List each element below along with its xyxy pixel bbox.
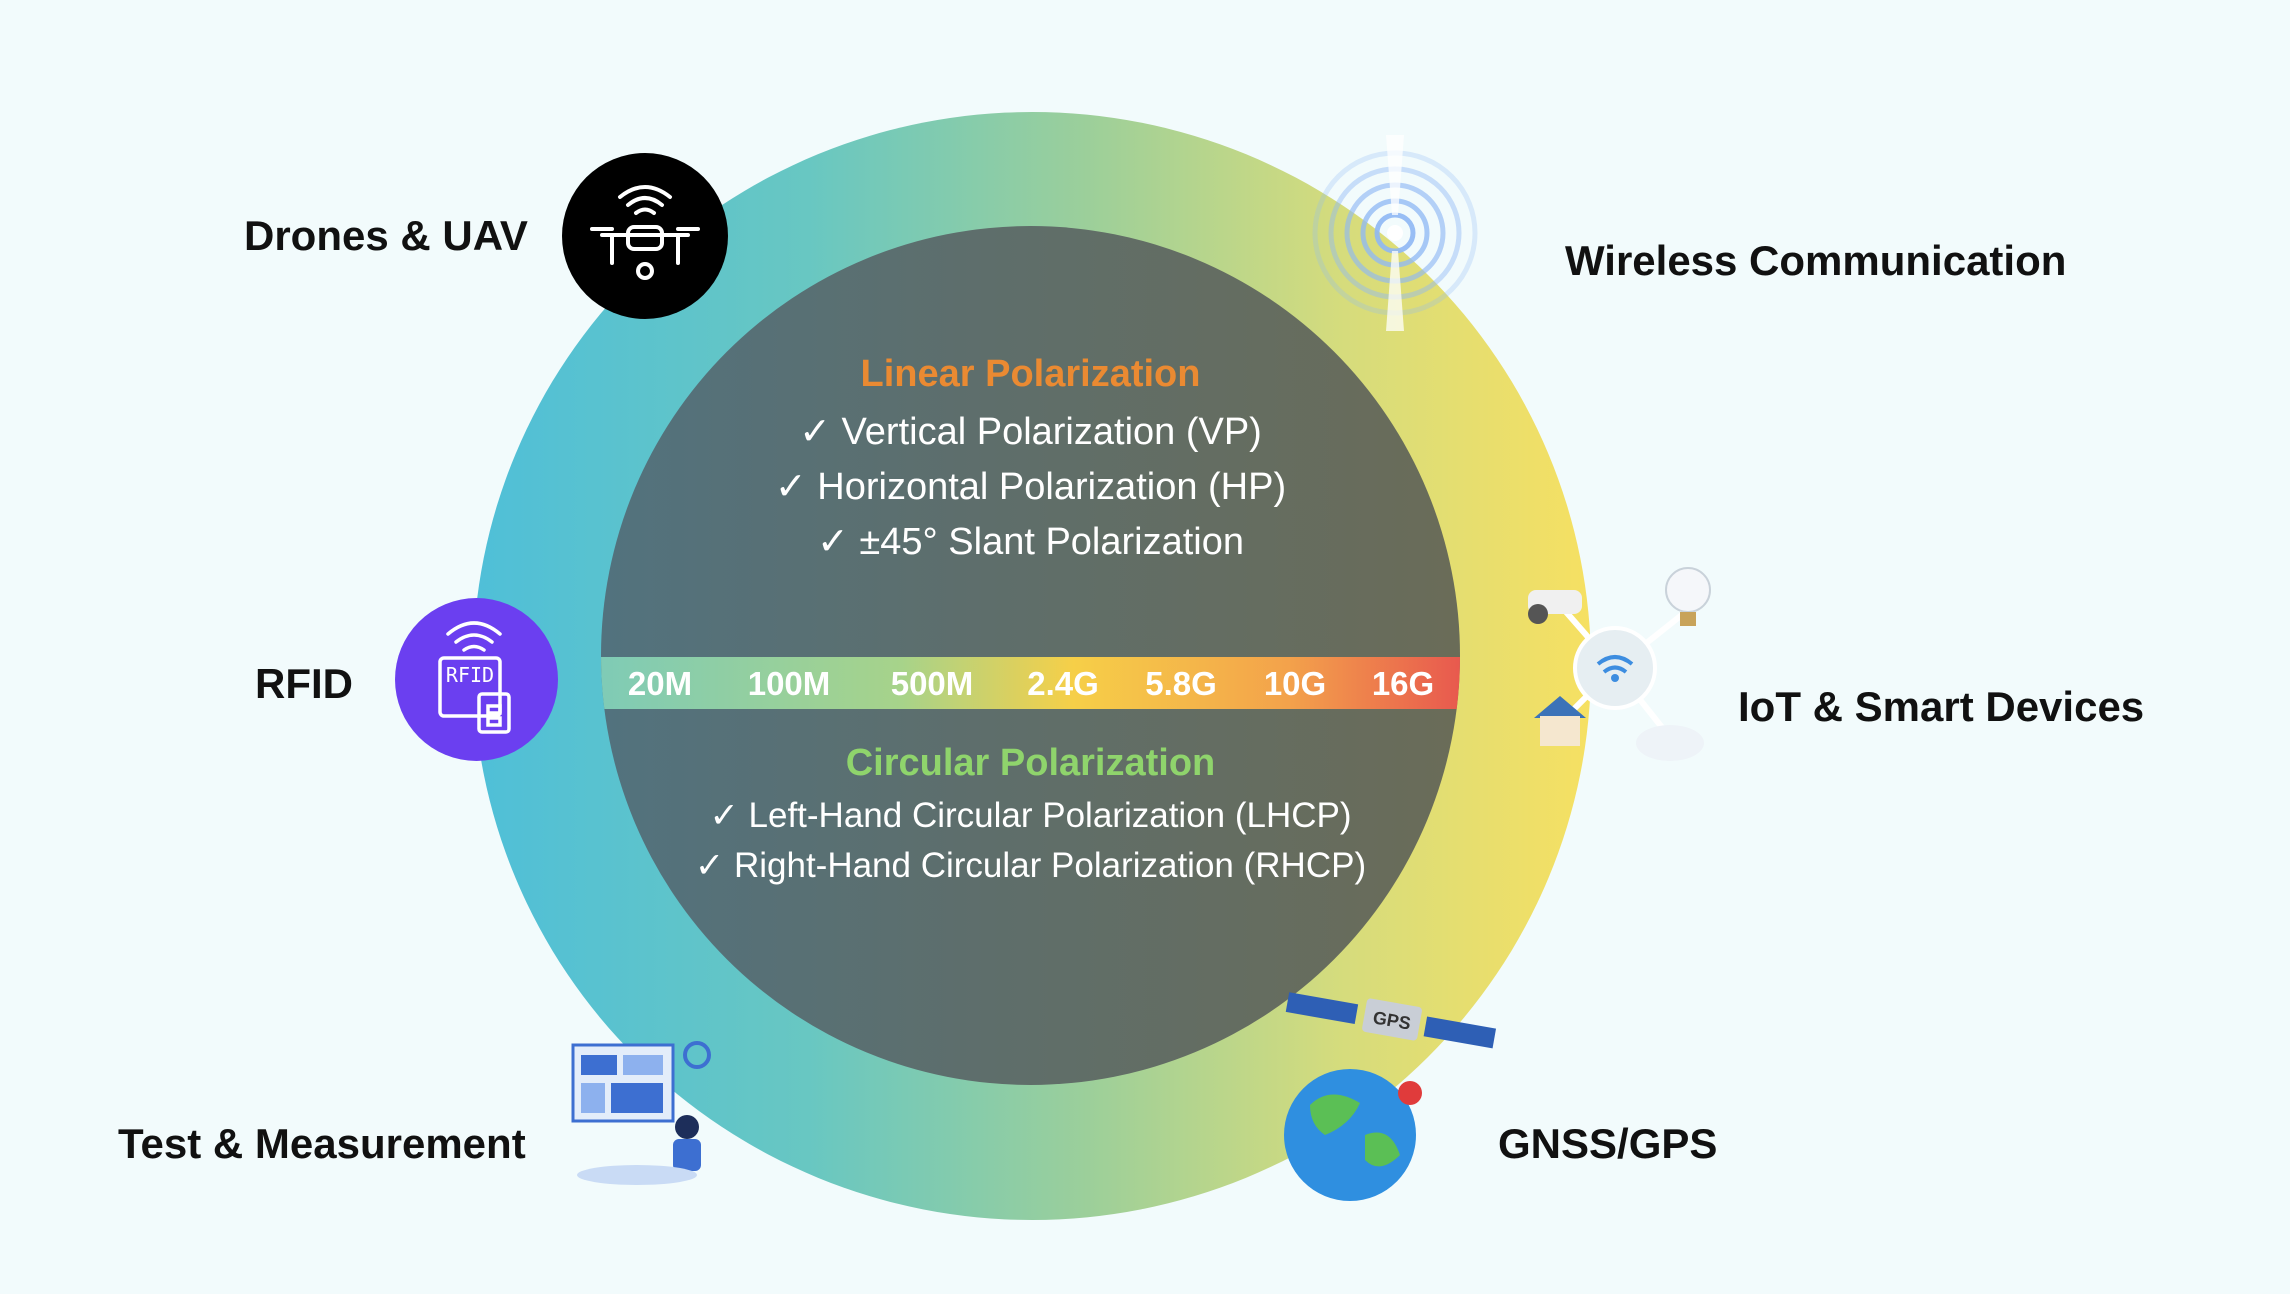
linear-item-hp: ✓ Horizontal Polarization (HP) [774,466,1287,508]
label-gnss: GNSS/GPS [1498,1120,1718,1167]
freq-label: 5.8G [1145,665,1217,702]
iot-network-icon [1528,567,1711,761]
label-wireless: Wireless Communication [1565,237,2067,284]
freq-label: 100M [747,665,831,702]
linear-item-slant: ✓ ±45° Slant Polarization [817,521,1244,563]
freq-label: 20M [627,665,693,702]
rfid-badge [395,598,558,761]
frequency-band: 20M 100M 500M 2.4G 5.8G 10G 16G [601,657,1460,709]
linear-item-vp: ✓ Vertical Polarization (VP) [799,411,1262,453]
freq-label: 10G [1263,665,1327,702]
wireless-signal-icon [1312,135,1478,331]
label-iot: IoT & Smart Devices [1738,683,2145,730]
label-drones: Drones & UAV [244,212,528,259]
rfid-tag-text: RFID [446,663,494,687]
linear-polarization-title: Linear Polarization [860,353,1201,395]
label-rfid: RFID [255,660,353,707]
gps-satellite-globe-icon: GPS [1284,992,1497,1201]
circular-item-rhcp: ✓ Right-Hand Circular Polarization (RHCP… [694,846,1367,885]
drone-icon [590,185,700,280]
circular-polarization-title: Circular Polarization [845,742,1216,784]
label-test: Test & Measurement [118,1120,526,1167]
freq-label: 500M [890,665,974,702]
rfid-tag-icon: RFID [438,621,511,734]
freq-label: 2.4G [1027,665,1099,702]
circular-item-lhcp: ✓ Left-Hand Circular Polarization (LHCP) [709,796,1352,835]
test-measurement-icon [571,1041,711,1185]
freq-label: 16G [1371,665,1435,702]
polarization-center: Linear Polarization ✓ Vertical Polarizat… [601,226,1460,1085]
